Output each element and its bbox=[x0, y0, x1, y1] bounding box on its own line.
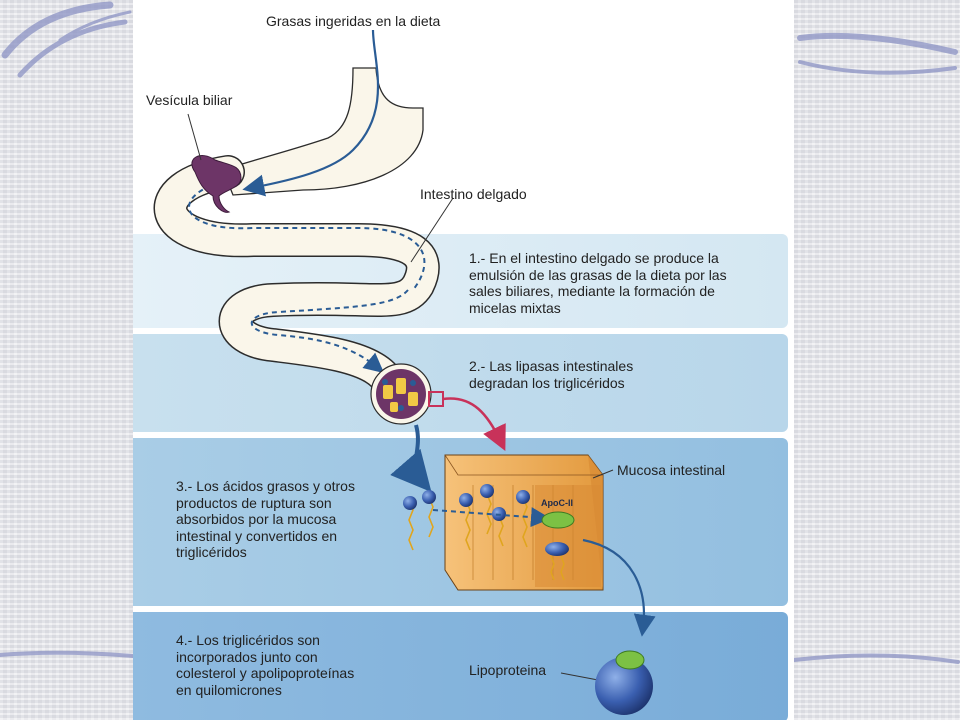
step-3-text: 3.- Los ácidos grasos y otros productos … bbox=[176, 478, 355, 560]
label-small-intestine: Intestino delgado bbox=[420, 186, 527, 202]
intestine-tube bbox=[153, 155, 440, 392]
lipoprotein-leader bbox=[560, 672, 599, 681]
micelle-circle bbox=[370, 363, 444, 425]
final-lipoprotein bbox=[595, 650, 653, 715]
gallbladder-leader bbox=[187, 113, 202, 161]
fat-ingestion-arrow bbox=[242, 29, 380, 197]
apoc-ii-protein bbox=[541, 511, 575, 529]
pink-zoom-arrow bbox=[442, 397, 506, 452]
digestion-illustration bbox=[153, 29, 656, 715]
fatty-acids bbox=[403, 484, 551, 551]
blue-down-arrow bbox=[390, 424, 432, 493]
label-gallbladder: Vesícula biliar bbox=[146, 92, 233, 108]
step-4-band bbox=[133, 612, 788, 720]
step-4-text: 4.- Los triglicéridos son incorporados j… bbox=[176, 632, 355, 698]
label-lipoprotein: Lipoproteina bbox=[469, 662, 547, 678]
label-dietary-fats: Grasas ingeridas en la dieta bbox=[266, 13, 441, 29]
stomach-shape bbox=[222, 67, 424, 196]
diagram-panel: Grasas ingeridas en la dieta Vesícula bi… bbox=[133, 0, 794, 720]
label-apoc-ii: ApoC-II bbox=[541, 498, 573, 508]
step-1-text: 1.- En el intestino delgado se produce l… bbox=[469, 250, 727, 316]
label-intestinal-mucosa: Mucosa intestinal bbox=[617, 462, 726, 478]
mucosa-leader bbox=[592, 469, 614, 479]
gallbladder-shape bbox=[191, 155, 242, 213]
step-2-text: 2.- Las lipasas intestinales degradan lo… bbox=[469, 358, 634, 391]
export-arrow bbox=[582, 538, 656, 637]
intestine-leader bbox=[410, 197, 454, 263]
mucosa-block bbox=[444, 454, 604, 591]
mucosa-lipoprotein bbox=[545, 542, 569, 581]
